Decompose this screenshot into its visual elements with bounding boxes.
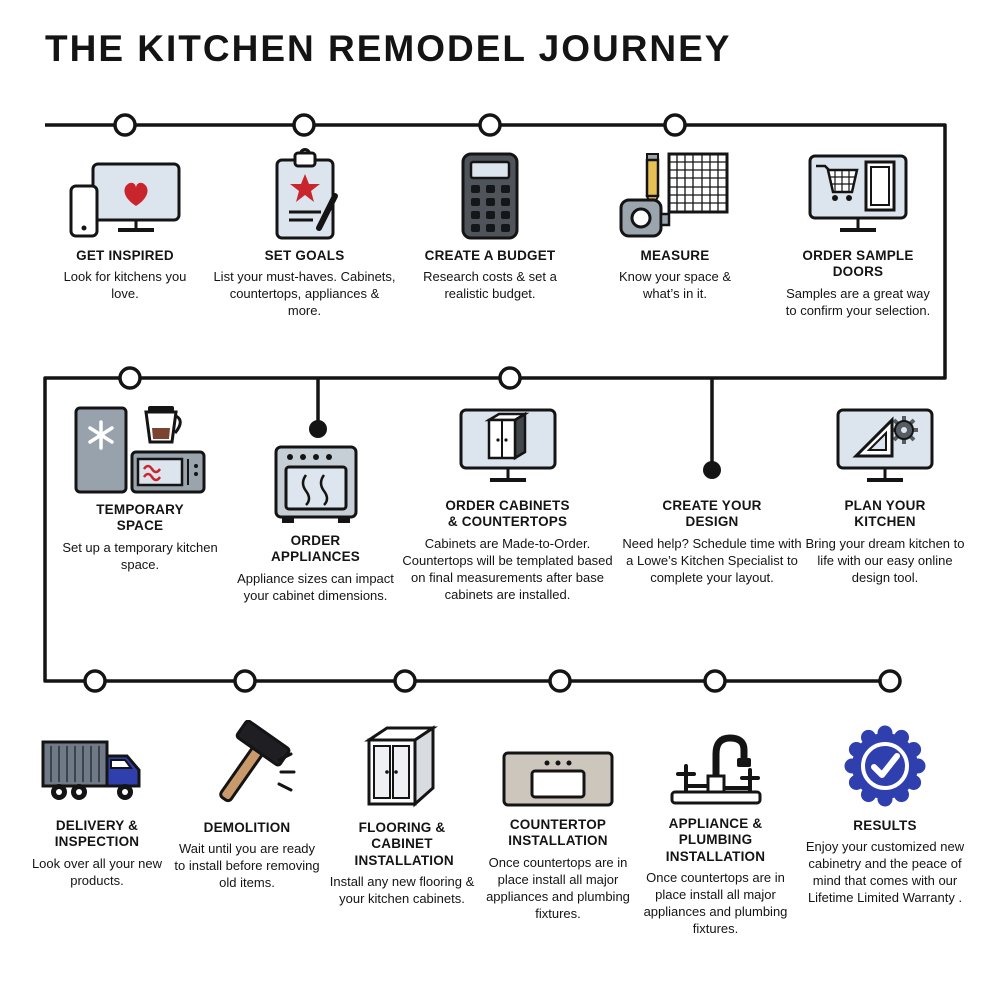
step-get-inspired: GET INSPIRED Look for kitchens you love. — [50, 148, 200, 303]
step-desc: Once countertops are in place install al… — [643, 870, 788, 937]
step-title: RESULTS — [853, 818, 917, 833]
step-desc: List your must-haves. Cabinets, countert… — [213, 269, 396, 319]
warranty-badge-icon — [800, 722, 970, 810]
monitor-cart-door-icon — [783, 148, 933, 240]
step-demolition: DEMOLITION Wait until you are ready to i… — [172, 716, 322, 892]
step-desc: Look over all your new products. — [31, 855, 163, 888]
step-desc: Research costs & set a realistic budget. — [423, 269, 557, 302]
step-desc: Bring your dream kitchen to life with ou… — [805, 535, 965, 585]
step-desc: Install any new flooring & your kitchen … — [329, 874, 475, 907]
step-title: TEMPORARY SPACE — [96, 502, 184, 534]
calculator-icon — [405, 148, 575, 240]
step-temporary-space: TEMPORARY SPACE Set up a temporary kitch… — [60, 398, 220, 574]
step-countertop-installation: COUNTERTOP INSTALLATION Once countertops… — [478, 735, 638, 923]
step-desc: Know your space & what’s in it. — [618, 269, 731, 302]
journey-path — [43, 123, 947, 683]
step-desc: Samples are a great way to confirm your … — [785, 285, 931, 318]
step-measure: MEASURE Know your space & what’s in it. — [600, 148, 750, 303]
step-delivery-inspection: DELIVERY & INSPECTION Look over all your… — [22, 725, 172, 890]
step-desc: Cabinets are Made-to-Order. Countertops … — [402, 535, 613, 602]
journey-node-dots — [309, 420, 721, 479]
oven-icon — [228, 443, 403, 525]
journey-node-circles — [83, 113, 902, 693]
step-desc: Need help? Schedule time with a Lowe’s K… — [622, 535, 802, 585]
fridge-coffee-microwave-icon — [60, 398, 220, 494]
step-flooring-cabinet-installation: FLOORING & CABINET INSTALLATION Install … — [328, 716, 476, 908]
step-title: MEASURE — [640, 248, 710, 263]
step-order-sample-doors: ORDER SAMPLE DOORS Samples are a great w… — [783, 148, 933, 320]
monitor-ruler-gear-icon — [800, 408, 970, 490]
step-desc: Look for kitchens you love. — [63, 269, 187, 302]
step-title: ORDER APPLIANCES — [270, 533, 360, 565]
step-title: DELIVERY & INSPECTION — [54, 818, 140, 850]
delivery-truck-icon — [22, 725, 172, 810]
faucet-icon — [638, 708, 793, 808]
monitor-heart-icon — [50, 148, 200, 240]
step-title: PLAN YOUR KITCHEN — [844, 498, 926, 530]
step-title: ORDER CABINETS & COUNTERTOPS — [445, 498, 570, 530]
step-results: RESULTS Enjoy your customized new cabine… — [800, 722, 970, 907]
step-title: ORDER SAMPLE DOORS — [802, 248, 914, 280]
step-title: CREATE A BUDGET — [424, 248, 556, 263]
step-title: DEMOLITION — [203, 820, 291, 835]
cabinet-icon — [328, 716, 476, 812]
monitor-cabinet-icon — [400, 408, 615, 490]
measuring-tools-icon — [600, 148, 750, 240]
step-desc: Set up a temporary kitchen space. — [62, 539, 218, 572]
page-title: THE KITCHEN REMODEL JOURNEY — [45, 28, 732, 69]
step-create-a-budget: CREATE A BUDGET Research costs & set a r… — [405, 148, 575, 303]
step-appliance-plumbing-installation: APPLIANCE & PLUMBING INSTALLATION Once c… — [638, 708, 793, 938]
step-title: GET INSPIRED — [76, 248, 174, 263]
step-title: APPLIANCE & PLUMBING INSTALLATION — [665, 816, 766, 864]
step-desc: Wait until you are ready to install befo… — [174, 841, 320, 891]
step-title: FLOORING & CABINET INSTALLATION — [354, 820, 454, 868]
step-create-your-design: CREATE YOUR DESIGN Need help? Schedule t… — [622, 498, 802, 587]
step-plan-your-kitchen: PLAN YOUR KITCHEN Bring your dream kitch… — [800, 408, 970, 587]
sledgehammer-icon — [172, 716, 322, 812]
step-desc: Enjoy your customized new cabinetry and … — [805, 839, 965, 906]
step-title: SET GOALS — [264, 248, 345, 263]
clipboard-star-icon — [212, 148, 397, 240]
step-order-appliances: ORDER APPLIANCES Appliance sizes can imp… — [228, 443, 403, 605]
step-desc: Appliance sizes can impact your cabinet … — [237, 570, 394, 603]
step-title: COUNTERTOP INSTALLATION — [508, 817, 608, 849]
step-title: CREATE YOUR DESIGN — [662, 498, 762, 530]
countertop-sink-icon — [478, 735, 638, 809]
step-order-cabinets-countertops: ORDER CABINETS & COUNTERTOPS Cabinets ar… — [400, 408, 615, 604]
step-set-goals: SET GOALS List your must-haves. Cabinets… — [212, 148, 397, 320]
step-desc: Once countertops are in place install al… — [486, 854, 630, 921]
